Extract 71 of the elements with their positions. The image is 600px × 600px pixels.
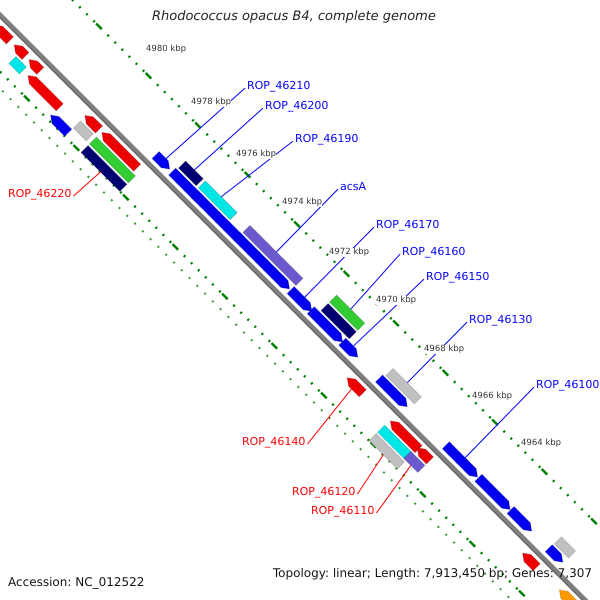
gene-feature (390, 420, 423, 454)
gene-feature (27, 74, 64, 112)
gene-feature (544, 544, 564, 563)
gene-feature (14, 44, 30, 60)
gene-feature (84, 114, 104, 134)
gene-block (198, 180, 238, 220)
gene-feature (232, 232, 290, 290)
gene-feature (506, 506, 532, 532)
gene-feature (474, 474, 511, 510)
leader-line (464, 386, 534, 458)
leader-line (306, 388, 352, 445)
gene-feature (374, 374, 408, 408)
leader-line (194, 108, 264, 170)
scale-label: 4980 kbp (146, 45, 186, 54)
gene-label: ROP_46190 (295, 133, 358, 146)
gene-feature (416, 447, 434, 465)
gene-label: ROP_46130 (469, 314, 532, 326)
gene-label: ROP_46160 (402, 246, 466, 258)
gene-feature (151, 150, 170, 170)
scale-label: 4972 kbp (329, 248, 370, 258)
gene-block (72, 120, 94, 142)
accession-text: Accession: NC_012522 (8, 576, 144, 590)
gene-label: acsA (340, 181, 366, 194)
gene-feature (558, 589, 578, 600)
leader-line (356, 454, 384, 495)
leader-line (350, 254, 400, 310)
gene-label: ROP_46210 (247, 80, 310, 92)
map-title: Rhodococcus opacus B4, complete genome (152, 10, 436, 24)
gene-feature (442, 441, 478, 478)
gene-label: ROP_46150 (426, 271, 490, 284)
gene-label: ROP_46120 (292, 486, 356, 498)
gene-block (88, 136, 136, 184)
gene-block (80, 144, 128, 192)
gene-feature (286, 286, 312, 312)
gene-block (328, 294, 366, 332)
gene-label: ROP_46220 (8, 188, 72, 200)
gene-feature (306, 306, 344, 343)
scale-label: 4976 kbp (236, 150, 276, 160)
scale-label: 4968 kbp (424, 345, 464, 354)
gene-block (554, 536, 576, 559)
scale-label: 4974 kbp (282, 198, 322, 208)
leader-line (406, 322, 468, 384)
leader-line (220, 140, 294, 198)
gene-feature (101, 132, 142, 172)
gene-feature (0, 24, 14, 45)
leader-line (276, 188, 338, 252)
gene-block (8, 56, 28, 75)
leader-line (304, 226, 374, 298)
gene-feature (346, 377, 367, 398)
gene-label: ROP_46170 (376, 219, 440, 232)
gene-block (320, 302, 358, 340)
leader-line (353, 278, 424, 346)
leader-line (72, 171, 101, 197)
gene-block (368, 432, 406, 470)
gene-block (242, 224, 304, 286)
scale-label: 4966 kbp (472, 392, 512, 402)
scale-label: 4964 kbp (521, 439, 562, 448)
leader-line (166, 88, 246, 160)
gene-label: ROP_46110 (311, 505, 374, 518)
scale-label: 4970 kbp (376, 296, 416, 306)
gene-block (385, 368, 422, 405)
leader-line (376, 464, 412, 514)
gene-label: ROP_46200 (265, 100, 328, 112)
scale-label: 4978 kbp (191, 98, 232, 108)
gene-feature (50, 114, 72, 137)
gene-block (178, 160, 204, 186)
gene-block (403, 450, 426, 474)
gene-label: ROP_46100 (536, 379, 600, 392)
gene-label: ROP_46140 (242, 436, 306, 448)
gene-feature (338, 337, 358, 358)
genome-summary-text: Topology: linear; Length: 7,913,450 bp; Genes: 7,307 (272, 567, 592, 580)
